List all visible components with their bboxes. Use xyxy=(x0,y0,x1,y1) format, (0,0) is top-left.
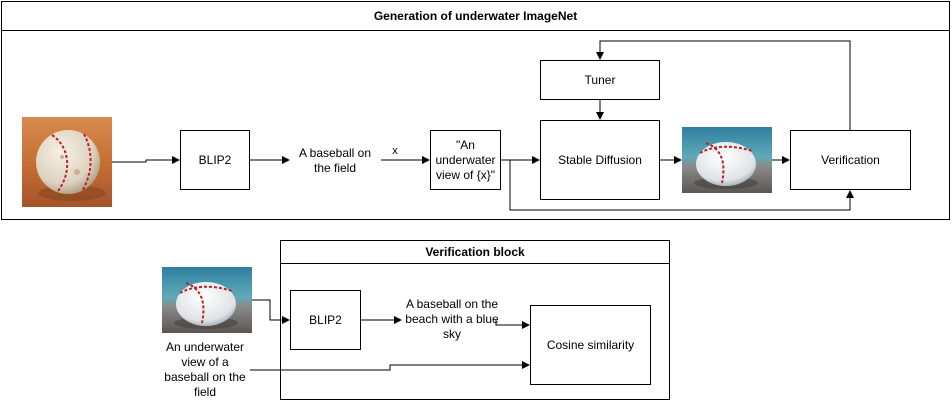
tuner-label: Tuner xyxy=(584,72,616,87)
verification-caption-text: A baseball on the beach with a blue sky xyxy=(405,296,499,341)
cosine-similarity-box xyxy=(530,305,651,385)
verification-label: Verification xyxy=(821,152,880,167)
prompt-template-text: "An underwater view of {x}" xyxy=(435,137,496,182)
verification-blip2-box xyxy=(290,290,361,350)
verification-block-title: Verification block xyxy=(425,244,525,259)
input-baseball-image xyxy=(22,117,112,207)
blip2-box xyxy=(180,130,250,190)
verification-block-header xyxy=(280,240,670,264)
generation-panel-title: Generation of underwater ImageNet xyxy=(373,8,578,23)
stable-diffusion-label: Stable Diffusion xyxy=(558,152,642,167)
verification-blip2-label: BLIP2 xyxy=(309,312,342,327)
source-prompt-text: An underwater view of a baseball on the … xyxy=(164,340,246,399)
generation-panel-header xyxy=(1,1,950,31)
verification-underwater-image xyxy=(162,267,252,333)
generated-underwater-image xyxy=(682,127,772,193)
prompt-template-box xyxy=(430,130,501,190)
cosine-similarity-label: Cosine similarity xyxy=(546,337,635,352)
x-variable-label: x xyxy=(392,145,398,157)
caption-text: A baseball on the field xyxy=(298,146,372,175)
blip2-label: BLIP2 xyxy=(198,152,232,167)
